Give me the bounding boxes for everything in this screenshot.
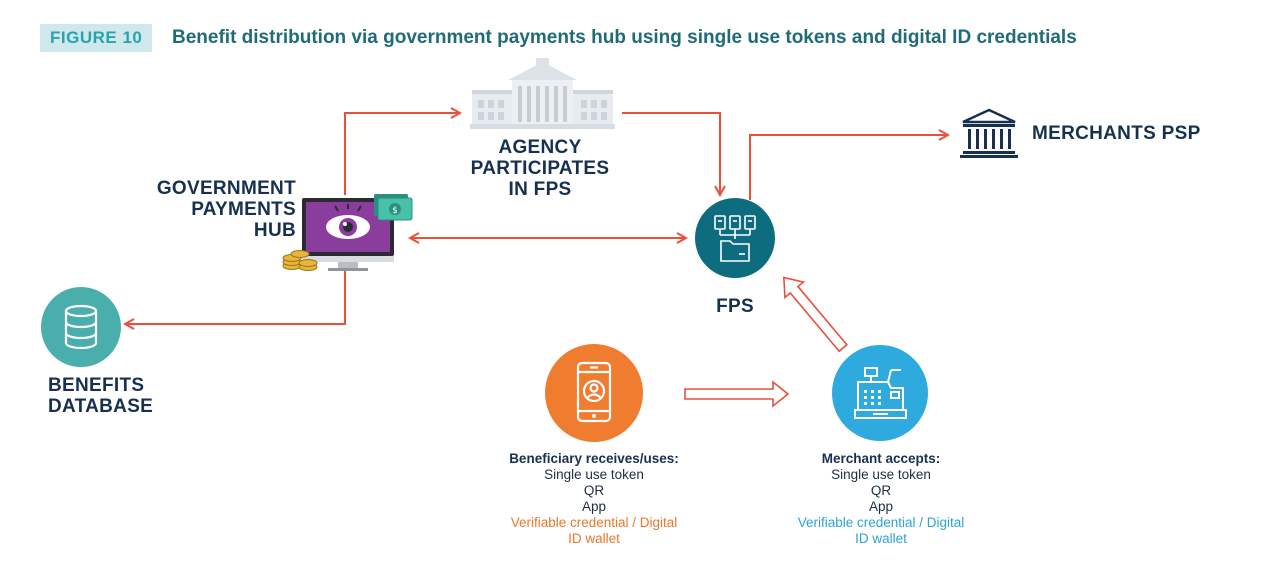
beneficiary-highlight: ID wallet: [568, 531, 620, 546]
cash-register-icon: [832, 345, 928, 441]
merchant-item: App: [868, 499, 894, 514]
merchant-highlight: Verifiable credential / Digital: [797, 515, 965, 530]
merchant-item: Single use token: [831, 467, 931, 482]
hub-label: GOVERNMENT PAYMENTS HUB: [156, 178, 296, 241]
hollow-arrow-merchant-to-fps: [783, 276, 848, 353]
fps-label: FPS: [716, 296, 754, 317]
merchants-psp-label: MERCHANTS PSP: [1032, 123, 1201, 144]
merchant-highlight: ID wallet: [855, 531, 907, 546]
figure-number: FIGURE 10: [40, 24, 153, 52]
government-building-icon: [470, 58, 615, 129]
agency-label: AGENCY PARTICIPATES IN FPS: [470, 137, 610, 200]
beneficiary-item: QR: [583, 483, 605, 498]
figure-title: Benefit distribution via government paym…: [172, 27, 1077, 48]
connector-hub-to-agency: [344, 113, 460, 195]
computer-eye-icon: $: [282, 194, 413, 271]
connector-agency-to-fps: [622, 112, 720, 195]
smartphone-user-icon: [545, 344, 643, 442]
beneficiary-caption: Beneficiary receives/uses: Single use to…: [474, 451, 714, 547]
connector-hub-to-database: [125, 270, 346, 324]
svg-text:$: $: [392, 206, 398, 216]
hollow-arrow-beneficiary-to-merchant: [684, 380, 790, 408]
connector-fps-to-merchants-psp: [749, 135, 948, 200]
beneficiary-item: Single use token: [544, 467, 644, 482]
merchant-heading: Merchant accepts:: [821, 451, 941, 466]
bank-icon: [960, 108, 1018, 158]
beneficiary-highlight: Verifiable credential / Digital: [510, 515, 678, 530]
beneficiary-item: App: [581, 499, 607, 514]
documents-folder-icon: [695, 198, 775, 278]
database-icon: [41, 287, 121, 367]
beneficiary-heading: Beneficiary receives/uses:: [509, 451, 679, 466]
merchant-caption: Merchant accepts: Single use token QR Ap…: [761, 451, 1001, 547]
database-label: BENEFITS DATABASE: [48, 375, 154, 417]
merchant-item: QR: [870, 483, 892, 498]
